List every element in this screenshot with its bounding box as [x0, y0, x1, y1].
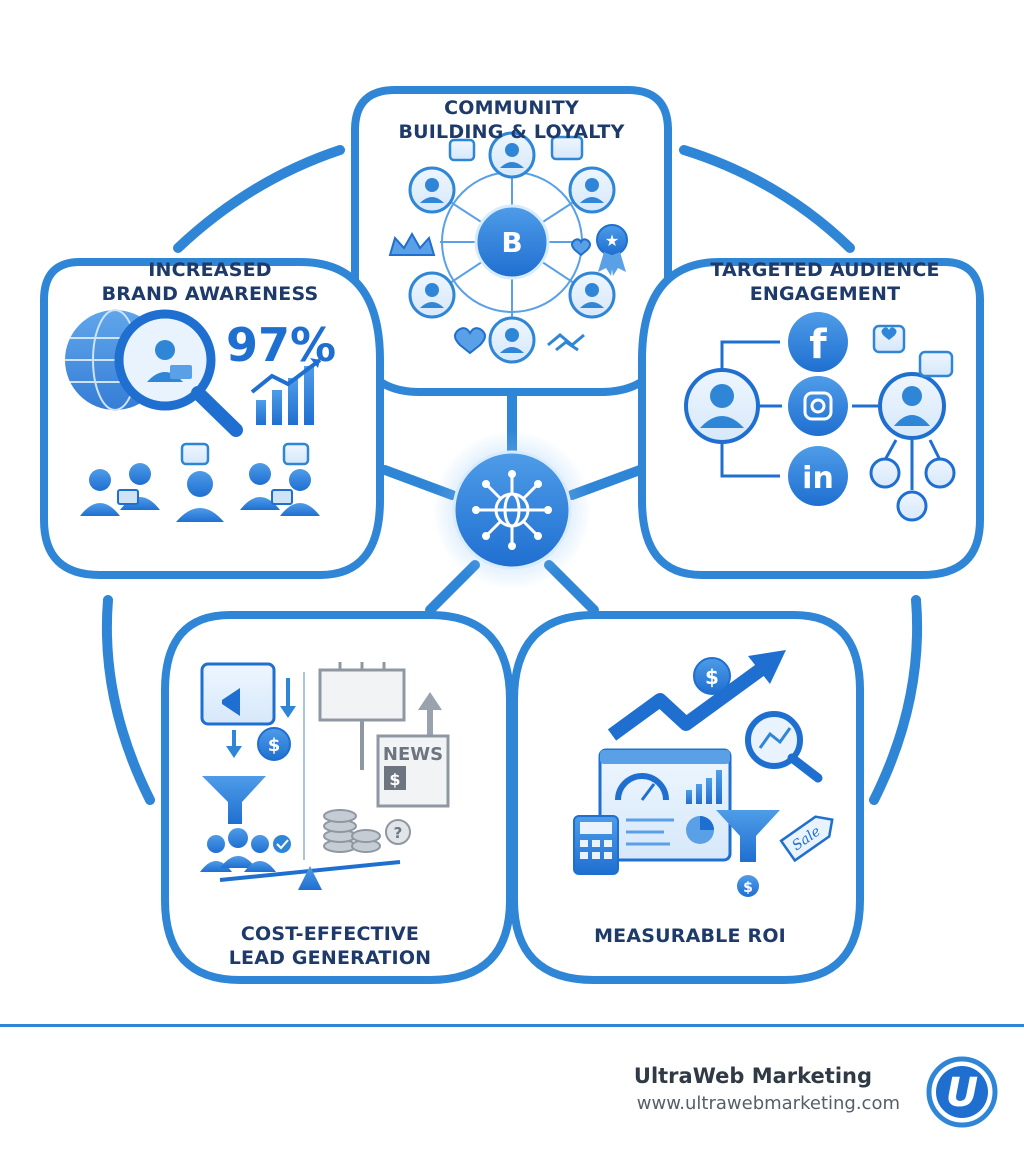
brand-url: www.ultrawebmarketing.com [636, 1093, 900, 1114]
cost-illustration: $ NEWS $ ? [200, 662, 450, 890]
follower-avatar-icon [869, 457, 901, 489]
megaphone-icon [222, 688, 240, 716]
ultraweb-logo-icon: U [926, 1056, 998, 1128]
chat-bubble-icon [180, 442, 310, 466]
chat-bubble-icon [448, 135, 584, 162]
linkedin-letter: in [802, 461, 834, 496]
title-community: COMMUNITY BUILDING & LOYALTY [398, 97, 625, 143]
roi-illustration: $ $ Sale [573, 650, 834, 897]
facebook-icon [788, 312, 848, 372]
gauge-icon [615, 773, 669, 801]
leads-group-icon [200, 828, 276, 872]
crown-icon [388, 231, 436, 256]
svg-text:$: $ [705, 665, 719, 689]
dollar-coin-icon [257, 727, 291, 761]
coin-stack-icon [323, 809, 381, 853]
title-measurable-roi: MEASURABLE ROI [594, 925, 786, 947]
bar-chart-icon [256, 366, 314, 425]
svg-text:$: $ [743, 880, 753, 896]
handshake-icon [547, 333, 585, 352]
award-ribbon-icon: ★ [596, 224, 628, 276]
question-icon [385, 819, 411, 845]
funnel-icon [202, 776, 266, 824]
brand-name: UltraWeb Marketing [633, 1064, 872, 1088]
title-cost-effective: COST-EFFECTIVE LEAD GENERATION [228, 923, 432, 969]
facebook-letter: f [809, 322, 827, 368]
svg-text:$: $ [268, 735, 281, 756]
panel-brand [40, 258, 384, 579]
follower-avatar-icon [924, 457, 956, 489]
linkedin-icon [788, 446, 848, 506]
audience-group-icon [80, 463, 320, 522]
laptop-icon [117, 489, 293, 505]
brand-illustration [65, 309, 322, 522]
dollar-coin-icon [737, 875, 759, 897]
brand-shield-icon [474, 204, 550, 280]
funnel-icon [716, 810, 780, 862]
title-targeted-engagement: TARGETED AUDIENCE ENGAGEMENT [710, 259, 940, 305]
svg-text:U: U [946, 1070, 978, 1116]
sale-tag-icon: Sale [779, 815, 834, 863]
heart-chat-icon [872, 324, 954, 378]
svg-text:?: ? [394, 824, 403, 842]
outer-ring [101, 145, 923, 805]
network-globe-icon [477, 475, 547, 545]
svg-text:★: ★ [605, 231, 619, 250]
title-brand-awareness: INCREASED BRAND AWARENESS [101, 259, 319, 305]
community-network: B [388, 131, 628, 364]
footer-divider [0, 1024, 1024, 1027]
growth-arrow-icon [607, 664, 765, 741]
heart-icon [454, 238, 591, 355]
follower-avatar-icon [896, 490, 928, 522]
svg-text:NEWS: NEWS [383, 744, 443, 765]
trend-arrow-icon [250, 358, 322, 394]
dollar-coin-icon [693, 657, 731, 695]
targeted-illustration: f in [684, 312, 956, 522]
billboard-icon [318, 668, 406, 722]
svg-text:$: $ [389, 770, 400, 789]
mini-bar-chart-icon [686, 770, 722, 804]
magnifier-icon [114, 309, 243, 437]
instagram-icon [788, 376, 848, 436]
brand-shield-letter: B [501, 226, 522, 259]
check-icon [273, 835, 291, 853]
brand-awareness-stat: 97% [226, 318, 337, 372]
central-hub [432, 430, 592, 590]
analytics-magnifier-icon [745, 711, 823, 783]
